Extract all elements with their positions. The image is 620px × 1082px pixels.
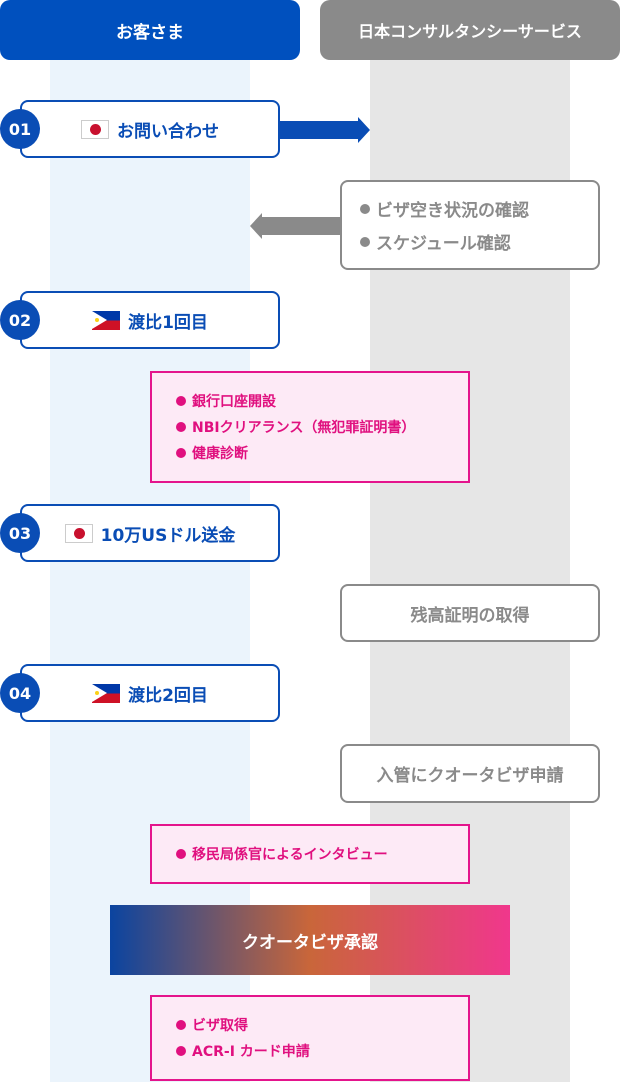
list-item: 移民局係官によるインタビュー bbox=[192, 847, 388, 863]
company-header: 日本コンサルタンシーサービス bbox=[320, 0, 620, 60]
bullet-icon bbox=[176, 849, 186, 859]
step-number: 02 bbox=[0, 300, 40, 340]
step-remittance: 10万USドル送金 bbox=[20, 504, 280, 562]
step-number: 03 bbox=[0, 513, 40, 553]
balance-certificate-box: 残高証明の取得 bbox=[340, 584, 600, 642]
japan-flag-icon bbox=[81, 119, 109, 139]
step-number: 01 bbox=[0, 109, 40, 149]
step-inquiry: お問い合わせ bbox=[20, 100, 280, 158]
first-visit-tasks: 銀行口座開設 NBIクリアランス（無犯罪証明書） 健康診断 bbox=[150, 371, 470, 483]
box-label: 入管にクオータビザ申請 bbox=[376, 766, 564, 786]
box-label: 残高証明の取得 bbox=[410, 605, 530, 626]
step-second-visit: 渡比2回目 bbox=[20, 664, 280, 722]
bullet-icon bbox=[360, 236, 370, 247]
arrow-left-icon bbox=[250, 213, 342, 239]
bullet-icon bbox=[176, 1020, 186, 1030]
bullet-icon bbox=[360, 203, 370, 214]
philippines-flag-icon bbox=[92, 683, 121, 703]
interview-tasks: 移民局係官によるインタビュー bbox=[150, 824, 470, 884]
visa-application-box: 入管にクオータビザ申請 bbox=[340, 744, 600, 803]
step-label: お問い合わせ bbox=[117, 121, 219, 142]
customer-header: お客さま bbox=[0, 0, 300, 60]
arrow-right-icon bbox=[278, 117, 370, 143]
step-label: 10万USドル送金 bbox=[100, 525, 236, 546]
list-item: 銀行口座開設 bbox=[192, 394, 276, 410]
step-label: 渡比2回目 bbox=[128, 685, 208, 706]
visa-approval-banner: クオータビザ承認 bbox=[110, 905, 510, 975]
list-item: ビザ取得 bbox=[192, 1018, 248, 1034]
philippines-flag-icon bbox=[92, 310, 121, 330]
list-item: 健康診断 bbox=[192, 446, 248, 462]
list-item: スケジュール確認 bbox=[376, 234, 511, 254]
list-item: ビザ空き状況の確認 bbox=[376, 201, 529, 221]
bullet-icon bbox=[176, 422, 186, 432]
bullet-icon bbox=[176, 448, 186, 458]
list-item: NBIクリアランス（無犯罪証明書） bbox=[192, 420, 416, 436]
list-item: ACR-I カード申請 bbox=[192, 1044, 310, 1060]
japan-flag-icon bbox=[64, 523, 93, 543]
step-first-visit: 渡比1回目 bbox=[20, 291, 280, 349]
company-check-box: ビザ空き状況の確認 スケジュール確認 bbox=[340, 180, 600, 270]
bullet-icon bbox=[176, 396, 186, 406]
bullet-icon bbox=[176, 1046, 186, 1056]
post-approval-tasks: ビザ取得 ACR-I カード申請 bbox=[150, 995, 470, 1081]
step-label: 渡比1回目 bbox=[128, 312, 208, 333]
step-number: 04 bbox=[0, 673, 40, 713]
